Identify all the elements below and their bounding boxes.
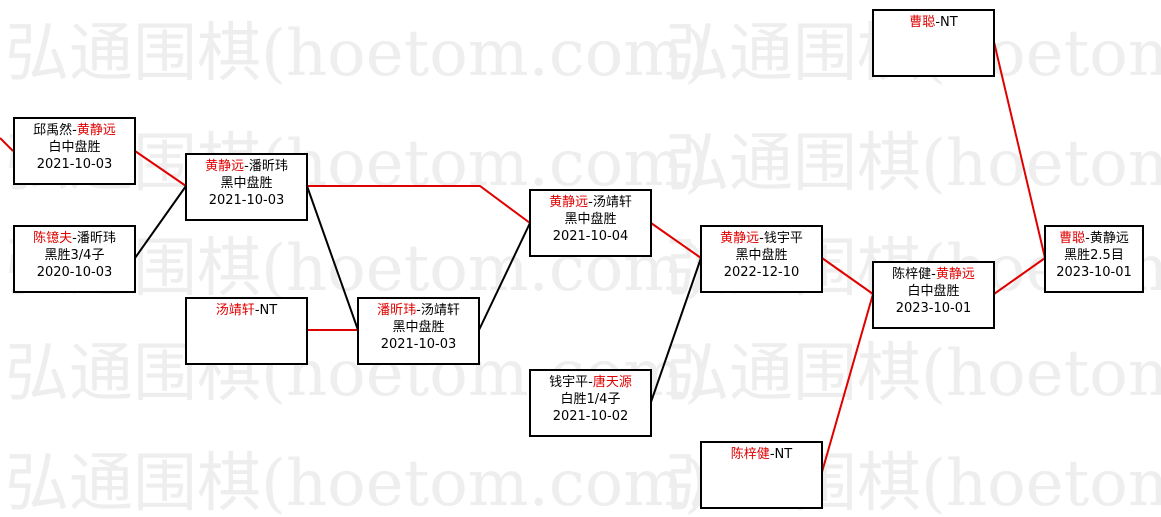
link-g2-g3 (134, 185, 187, 259)
player-2: 汤靖轩 (420, 303, 460, 318)
game-date: 2021-10-03 (36, 157, 113, 172)
game-players: 黄静远-汤靖轩 (549, 195, 632, 210)
link-g8-g10 (821, 257, 874, 295)
player-2: 黄静远 (935, 267, 975, 282)
link-g5-g6 (478, 222, 531, 331)
player-1: 曹聪 (909, 15, 936, 30)
game-node-g7[interactable]: 钱宇平-唐天源 白胜1/4子 2021-10-02 (529, 369, 652, 437)
player-1: 邱禹然 (33, 123, 73, 138)
game-players: 邱禹然-黄静远 (33, 123, 116, 138)
player-1: 汤靖轩 (215, 303, 255, 318)
game-date: 2020-10-03 (36, 265, 113, 280)
link-g3-g6 (307, 185, 531, 224)
game-players: 潘昕玮-汤靖轩 (377, 303, 460, 318)
game-result: 白中盘胜 (48, 140, 101, 155)
link-g11-g12 (993, 41, 1046, 259)
game-node-g6[interactable]: 黄静远-汤靖轩 黑中盘胜 2021-10-04 (529, 189, 652, 257)
game-players: 汤靖轩-NT (215, 303, 278, 318)
game-date: 2021-10-03 (380, 337, 457, 352)
player-2: NT (259, 303, 278, 318)
game-date: 2022-12-10 (723, 265, 800, 280)
game-players: 钱宇平-唐天源 (549, 375, 632, 390)
game-node-g2[interactable]: 陈镱夫-潘昕玮 黑胜3/4子 2020-10-03 (13, 225, 136, 293)
game-result: 黑中盘胜 (735, 248, 788, 263)
game-result: 黑中盘胜 (220, 176, 273, 191)
player-1: 陈梓健 (730, 447, 770, 462)
game-result: 黑胜3/4子 (44, 248, 105, 263)
player-1: 陈梓健 (892, 267, 932, 282)
game-result: 白胜1/4子 (560, 392, 621, 407)
game-players: 曹聪-黄静远 (1059, 231, 1129, 246)
game-players: 黄静远-钱宇平 (720, 231, 803, 246)
game-players: 陈梓健-NT (730, 447, 793, 462)
link-g3-g5 (306, 185, 359, 331)
player-1: 黄静远 (720, 231, 760, 246)
game-result: 黑中盘胜 (564, 212, 617, 227)
player-2: 唐天源 (592, 375, 632, 390)
game-date: 2021-10-04 (552, 229, 629, 244)
game-node-g12[interactable]: 曹聪-黄静远 黑胜2.5目 2023-10-01 (1044, 225, 1144, 293)
player-1: 钱宇平 (549, 375, 589, 390)
player-2: 汤靖轩 (592, 195, 632, 210)
game-result: 黑中盘胜 (392, 320, 445, 335)
game-node-g11[interactable]: 曹聪-NT (872, 9, 995, 77)
game-node-g5[interactable]: 潘昕玮-汤靖轩 黑中盘胜 2021-10-03 (357, 297, 480, 365)
game-node-g4[interactable]: 汤靖轩-NT (185, 297, 308, 365)
game-players: 曹聪-NT (909, 15, 958, 30)
link-edge-g1 (0, 137, 14, 152)
player-2: NT (940, 15, 958, 30)
player-1: 黄静远 (549, 195, 589, 210)
player-2: NT (774, 447, 793, 462)
game-node-g9[interactable]: 陈梓健-NT (700, 441, 823, 509)
player-2: 潘昕玮 (76, 231, 116, 246)
game-node-g3[interactable]: 黄静远-潘昕玮 黑中盘胜 2021-10-03 (185, 153, 308, 221)
game-date: 2021-10-03 (208, 193, 285, 208)
player-1: 陈镱夫 (33, 231, 73, 246)
player-2: 黄静远 (76, 123, 116, 138)
link-g10-g12 (993, 257, 1046, 295)
player-1: 潘昕玮 (377, 303, 417, 318)
link-g7-g8 (650, 257, 702, 403)
game-players: 陈梓健-黄静远 (892, 267, 975, 282)
player-2: 黄静远 (1089, 231, 1129, 246)
player-1: 曹聪 (1059, 231, 1086, 246)
game-result: 白中盘胜 (907, 284, 960, 299)
link-g6-g8 (650, 222, 702, 259)
game-date: 2023-10-01 (1056, 265, 1132, 280)
game-date: 2023-10-01 (895, 301, 972, 316)
game-date: 2021-10-02 (552, 409, 629, 424)
game-node-g10[interactable]: 陈梓健-黄静远 白中盘胜 2023-10-01 (872, 261, 995, 329)
player-1: 黄静远 (205, 159, 245, 174)
game-node-g8[interactable]: 黄静远-钱宇平 黑中盘胜 2022-12-10 (700, 225, 823, 293)
link-g1-g3 (134, 150, 187, 187)
game-result: 黑胜2.5目 (1064, 248, 1124, 263)
game-players: 黄静远-潘昕玮 (205, 159, 288, 174)
link-g9-g10 (821, 293, 874, 473)
game-node-g1[interactable]: 邱禹然-黄静远 白中盘胜 2021-10-03 (13, 117, 136, 185)
player-2: 潘昕玮 (248, 159, 288, 174)
player-2: 钱宇平 (763, 231, 803, 246)
game-players: 陈镱夫-潘昕玮 (33, 231, 116, 246)
